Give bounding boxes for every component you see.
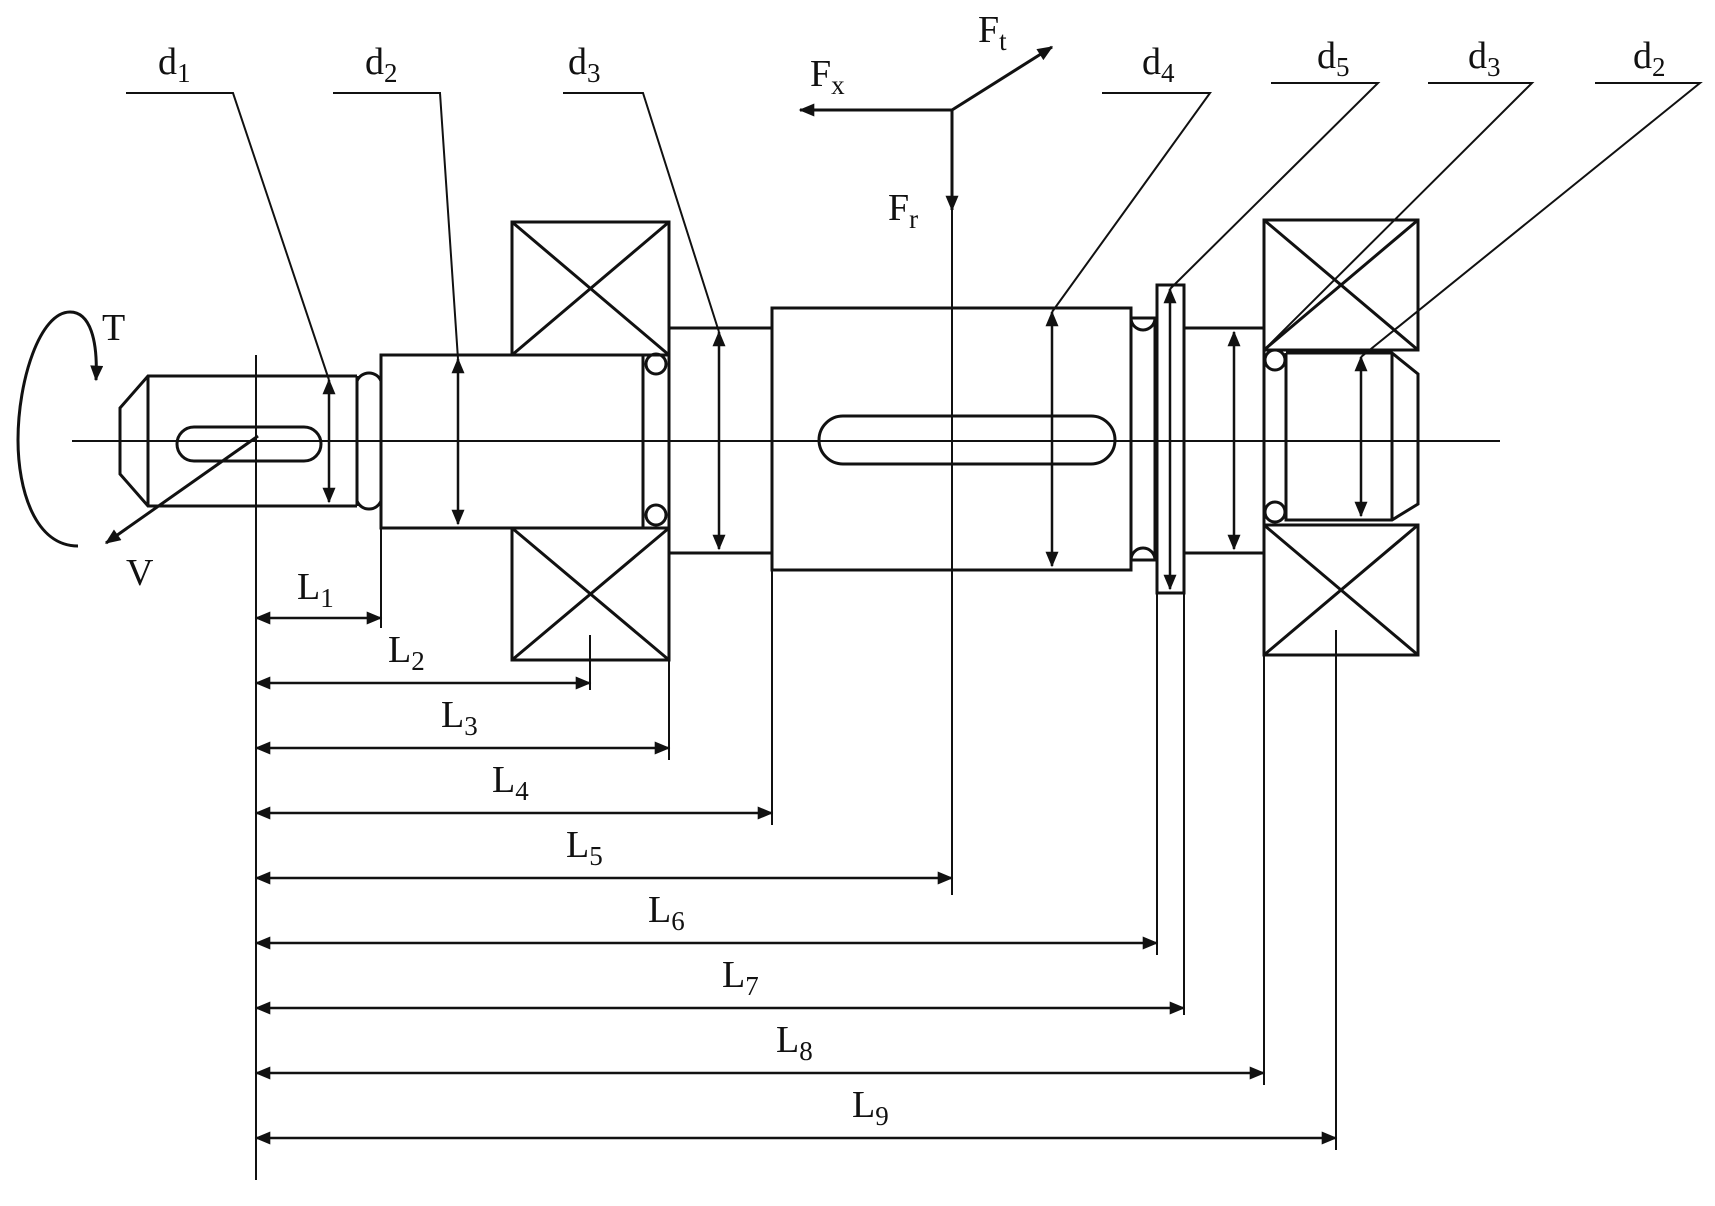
groove-d4-bottom [1129,546,1157,561]
label-velocity: V [126,552,154,594]
velocity-arrow [104,434,259,545]
label-torque: T [102,307,125,349]
shaft-segment-d3-right [1182,326,1266,555]
label-L1: L1 [297,566,334,613]
shaft-shoulder [1129,316,1157,562]
label-force-tangential: Ft [978,9,1007,56]
label-L9: L9 [852,1084,889,1131]
force-vectors [798,45,1054,212]
shaft-segment-d2-right [1284,351,1420,522]
groove-d4-top [1129,317,1157,332]
label-d5: d5 [1317,35,1350,82]
label-d4: d4 [1142,41,1175,88]
force-tangential-arrow [951,45,1054,112]
torque-arrow [16,310,104,548]
shaft-segment-d1 [118,374,359,508]
label-L4: L4 [492,759,529,806]
label-d3-left: d3 [568,41,601,88]
label-L2: L2 [388,629,425,676]
label-L8: L8 [776,1019,813,1066]
label-force-radial: Fr [888,187,918,234]
label-L7: L7 [722,954,759,1001]
label-d2-left: d2 [365,41,398,88]
keyway-left [175,425,323,463]
extension-lines [255,110,1337,1180]
keyway-right [817,414,1117,466]
groove-d1-d2-bottom [355,500,383,511]
bearing-right [1262,218,1420,657]
diameter-arrows [322,287,1368,591]
leader-lines [126,82,1703,381]
groove-d1-d2-top [355,371,383,382]
label-force-axial: Fx [810,53,845,100]
label-L5: L5 [566,824,603,871]
label-d1-left: d1 [158,41,191,88]
label-d2-right: d2 [1633,35,1666,82]
length-dimension-lines [254,611,1338,1145]
label-L3: L3 [441,694,478,741]
label-L6: L6 [648,889,685,936]
label-d3-right: d3 [1468,35,1501,82]
